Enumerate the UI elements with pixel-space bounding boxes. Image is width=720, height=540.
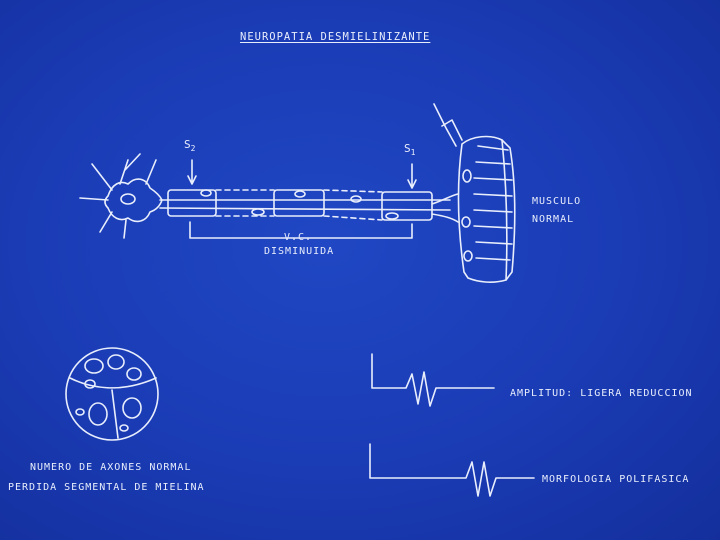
response-label: MORFOLOGIA POLIFASICA xyxy=(542,474,689,485)
stimulus-arrow-s1 xyxy=(408,164,416,188)
axon xyxy=(160,200,450,210)
response-trace xyxy=(372,354,494,406)
neuron-cell-body xyxy=(80,154,162,238)
muscle-label-line2: NORMAL xyxy=(532,214,574,225)
stimulus-label-s1: S1 xyxy=(404,142,415,157)
response-label: AMPLITUD: LIGERA REDUCCION xyxy=(510,388,693,399)
stimulus-letter: S xyxy=(404,142,411,155)
diagram-title: NEUROPATIA DESMIELINIZANTE xyxy=(240,31,430,43)
cross-section-label-line2: PERDIDA SEGMENTAL DE MIELINA xyxy=(8,482,205,493)
nerve-cross-section-icon xyxy=(66,348,158,440)
myelin-segment xyxy=(252,190,324,216)
electrode-icon xyxy=(434,104,462,146)
stimulus-letter: S xyxy=(184,138,191,151)
conduction-label-line1: V.C. xyxy=(284,232,312,243)
response-trace xyxy=(370,444,534,496)
myelin-segment xyxy=(351,192,432,220)
conduction-label-line2: DISMINUIDA xyxy=(264,246,334,257)
cross-section-label-line1: NUMERO DE AXONES NORMAL xyxy=(30,462,191,473)
stimulus-arrow-s2 xyxy=(188,160,196,184)
stimulus-label-s2: S2 xyxy=(184,138,195,153)
myelin-segment xyxy=(168,190,216,216)
stimulus-subscript: 2 xyxy=(191,144,196,153)
nerve-terminal xyxy=(432,194,458,222)
muscle-icon xyxy=(458,137,514,283)
muscle-label-line1: MUSCULO xyxy=(532,196,581,207)
stimulus-subscript: 1 xyxy=(411,148,416,157)
